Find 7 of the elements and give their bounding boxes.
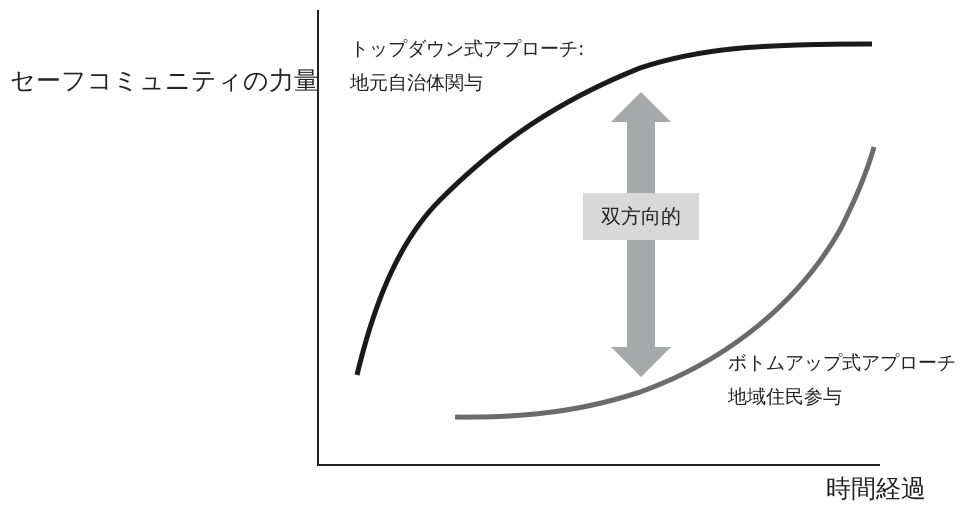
curve-label: ボトムアップ式アプローチ <box>728 352 956 375</box>
axis-label: セーフコミュニティの力量 <box>10 66 319 96</box>
curve-label: 地域住民参与 <box>728 386 842 409</box>
curve-label: トップダウン式アプローチ: <box>350 38 584 61</box>
label-box: 双方向的 <box>583 193 699 240</box>
axis-label: 時間経過 <box>826 474 926 504</box>
curve-label: 地元自治体関与 <box>350 72 483 95</box>
